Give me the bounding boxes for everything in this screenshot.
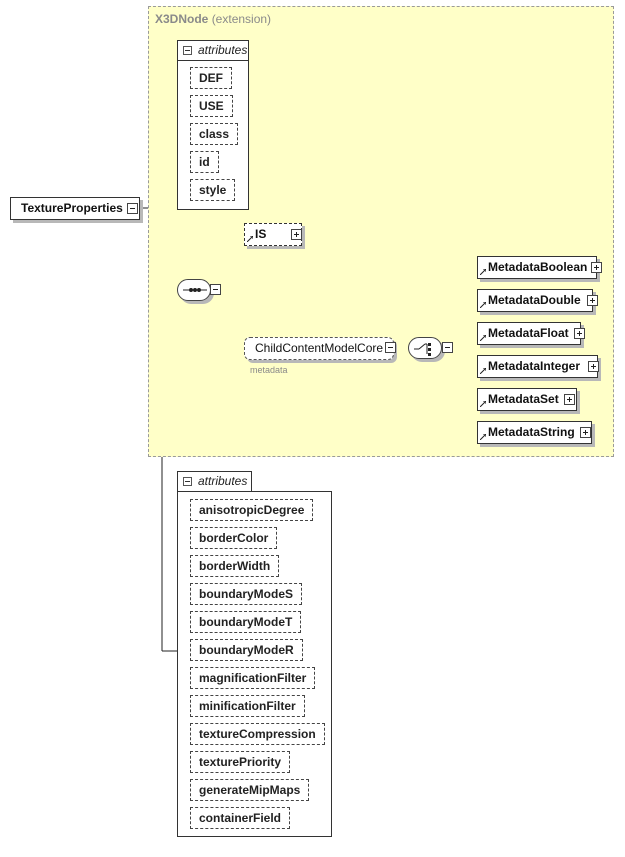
element-label: MetadataDouble: [488, 293, 581, 307]
child-content-model-core-group[interactable]: ChildContentModelCore: [244, 337, 394, 360]
own-attributes-tab-label: attributes: [198, 474, 248, 488]
reference-arrow-icon: [480, 368, 486, 374]
reference-arrow-icon: [480, 401, 486, 407]
element-label: MetadataSet: [488, 392, 559, 406]
root-element[interactable]: TextureProperties: [10, 197, 140, 220]
expand-icon[interactable]: [587, 295, 598, 306]
expand-icon[interactable]: [574, 328, 585, 339]
attribute-minification-filter[interactable]: minificationFilter: [190, 695, 305, 717]
attribute-boundary-mode-r[interactable]: boundaryModeR: [190, 639, 303, 661]
attribute-container-field[interactable]: containerField: [190, 807, 291, 829]
collapse-icon[interactable]: [183, 46, 192, 55]
attribute-texture-compression[interactable]: textureCompression: [190, 723, 325, 745]
extension-title: X3DNode (extension): [155, 12, 271, 26]
reference-arrow-icon: [247, 236, 253, 242]
element-label: MetadataString: [488, 425, 575, 439]
reference-arrow-icon: [480, 302, 486, 308]
attribute-magnification-filter[interactable]: magnificationFilter: [190, 667, 316, 689]
attribute-def[interactable]: DEF: [190, 67, 232, 89]
choice-compositor[interactable]: [408, 337, 442, 359]
attribute-texture-priority[interactable]: texturePriority: [190, 751, 291, 773]
element-label: MetadataBoolean: [488, 260, 588, 274]
collapse-icon[interactable]: [183, 477, 192, 486]
own-attributes-tab: attributes: [177, 471, 252, 492]
metadata-integer-element[interactable]: MetadataInteger: [477, 355, 599, 378]
metadata-double-element[interactable]: MetadataDouble: [477, 289, 598, 312]
attributes-tab: attributes: [177, 40, 249, 61]
root-element-label: TextureProperties: [21, 201, 123, 215]
choice-icon: [414, 343, 431, 356]
attribute-boundary-mode-t[interactable]: boundaryModeT: [190, 611, 302, 633]
expand-icon[interactable]: [564, 394, 575, 405]
reference-arrow-icon: [480, 269, 486, 275]
reference-arrow-icon: [480, 335, 486, 341]
attribute-id[interactable]: id: [190, 151, 219, 173]
expand-icon[interactable]: [580, 427, 591, 438]
extension-base-name: X3DNode: [155, 12, 209, 26]
element-label: MetadataFloat: [488, 326, 569, 340]
collapse-icon[interactable]: [442, 342, 453, 353]
attribute-generate-mip-maps[interactable]: generateMipMaps: [190, 779, 310, 801]
element-label: MetadataInteger: [488, 359, 581, 373]
attribute-use[interactable]: USE: [190, 95, 233, 117]
expand-icon[interactable]: [291, 229, 302, 240]
attribute-anisotropic-degree[interactable]: anisotropicDegree: [190, 499, 314, 521]
attributes-tab-label: attributes: [198, 43, 248, 57]
attribute-class[interactable]: class: [190, 123, 239, 145]
attribute-border-color[interactable]: borderColor: [190, 527, 278, 549]
attribute-style[interactable]: style: [190, 179, 236, 201]
group-note: metadata: [250, 365, 288, 375]
sequence-compositor[interactable]: [177, 279, 211, 301]
attribute-boundary-mode-s[interactable]: boundaryModeS: [190, 583, 303, 605]
collapse-icon[interactable]: [210, 284, 221, 295]
metadata-float-element[interactable]: MetadataFloat: [477, 322, 585, 345]
expand-icon[interactable]: [591, 262, 602, 273]
expand-icon[interactable]: [588, 361, 599, 372]
is-element-label: IS: [255, 227, 267, 241]
group-label: ChildContentModelCore: [255, 341, 384, 355]
is-element[interactable]: IS: [244, 223, 302, 246]
metadata-set-element[interactable]: MetadataSet: [477, 388, 577, 411]
metadata-boolean-element[interactable]: MetadataBoolean: [477, 256, 602, 279]
extension-label: (extension): [211, 12, 272, 26]
attribute-border-width[interactable]: borderWidth: [190, 555, 280, 577]
collapse-icon[interactable]: [385, 342, 396, 353]
metadata-string-element[interactable]: MetadataString: [477, 421, 592, 444]
reference-arrow-icon: [480, 434, 486, 440]
collapse-icon[interactable]: [127, 203, 138, 214]
sequence-icon: [183, 288, 207, 292]
